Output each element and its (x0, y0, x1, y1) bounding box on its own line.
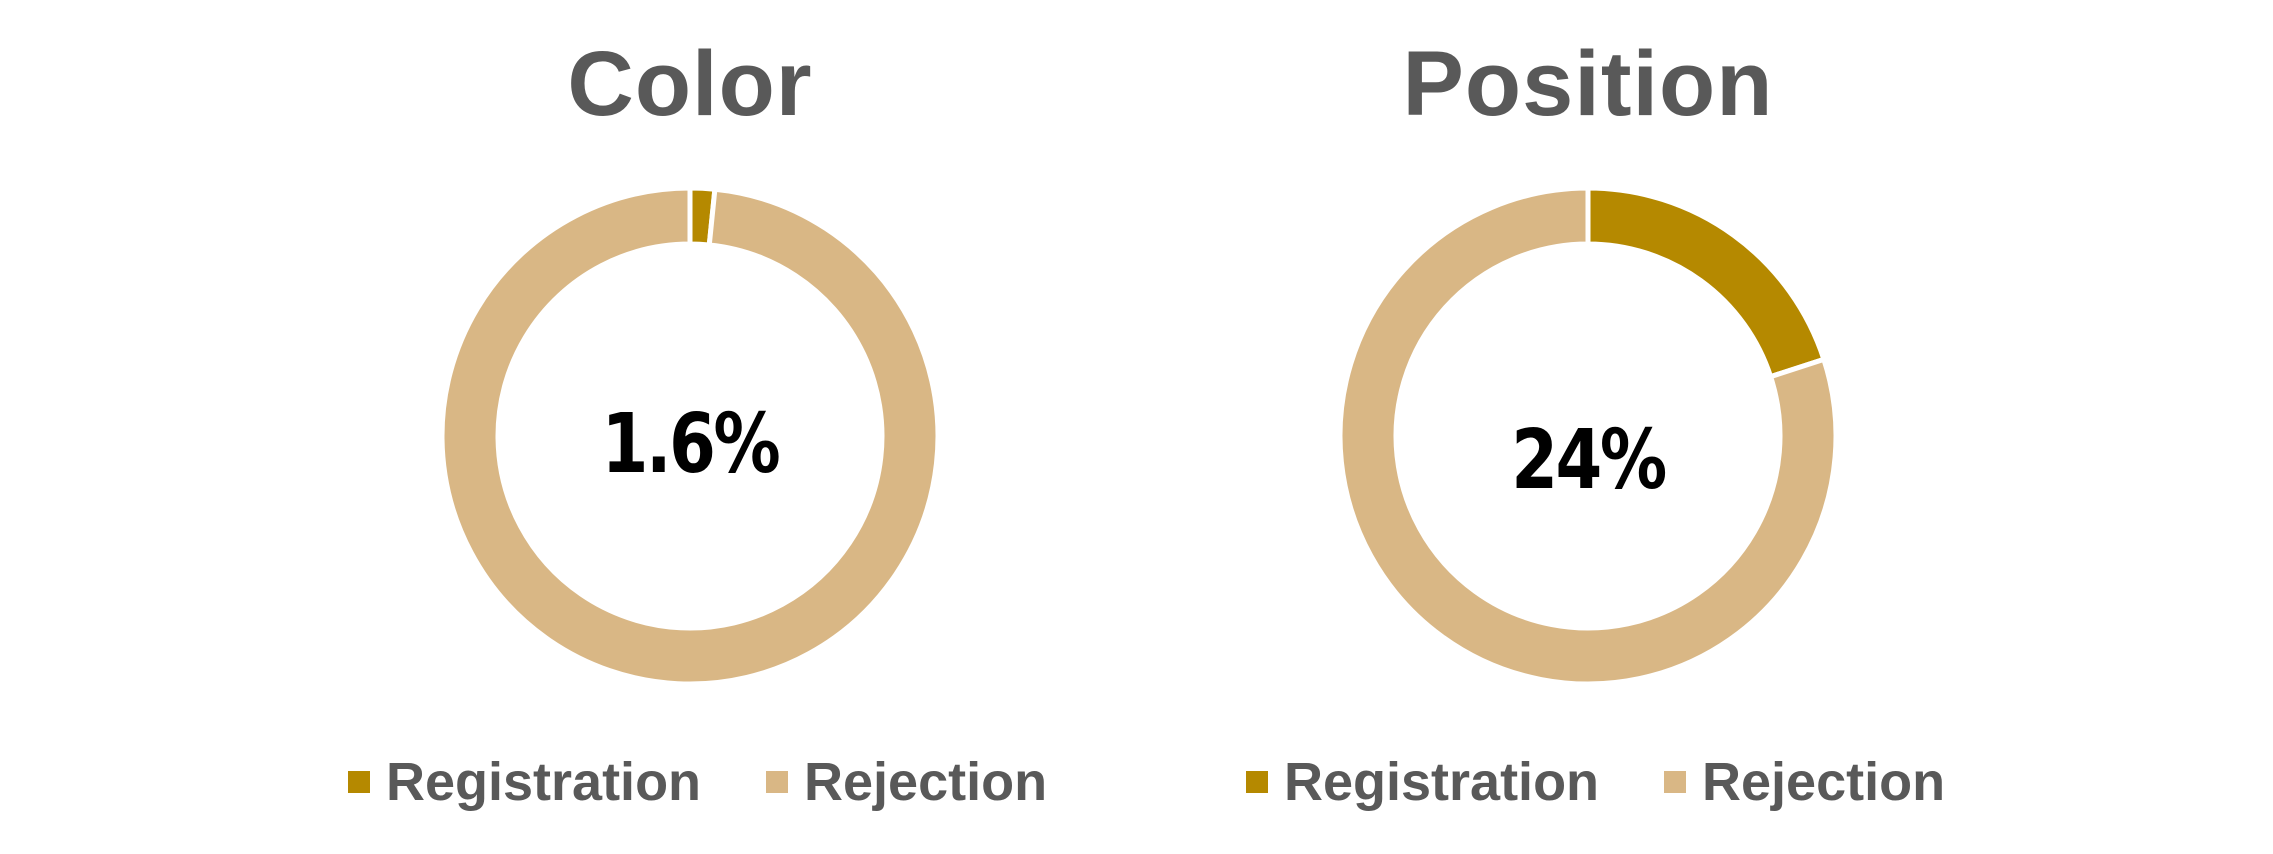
center-value-label: 1.6% (601, 397, 781, 492)
donut-chart-color: Color 1.6% Registration Rejection (240, 0, 1140, 854)
legend-item-registration: Registration (1246, 752, 1599, 812)
legend-swatch-registration (1246, 771, 1268, 793)
chart-title: Color (567, 33, 813, 135)
donut-chart-position: Position 24% Registration Rejection (1138, 0, 2038, 854)
center-value-label: 24% (1511, 413, 1667, 508)
legend: Registration Rejection (1138, 752, 2038, 812)
chart-title: Position (1402, 33, 1774, 135)
legend-swatch-rejection (766, 771, 788, 793)
legend-label: Registration (386, 752, 702, 812)
legend-swatch-registration (348, 771, 370, 793)
donut-slice-rejection (1337, 185, 1839, 687)
legend: Registration Rejection (240, 752, 1140, 812)
donut-slice-rejection (439, 185, 941, 687)
legend-swatch-rejection (1664, 771, 1686, 793)
legend-label: Rejection (1702, 752, 1946, 812)
legend-item-registration: Registration (348, 752, 701, 812)
donut-svg (1337, 185, 1839, 687)
donut-svg (439, 185, 941, 687)
legend-item-rejection: Rejection (1664, 752, 1945, 812)
legend-label: Rejection (804, 752, 1048, 812)
donut-slice-registration (1585, 185, 1828, 380)
legend-label: Registration (1284, 752, 1600, 812)
legend-item-rejection: Rejection (766, 752, 1047, 812)
